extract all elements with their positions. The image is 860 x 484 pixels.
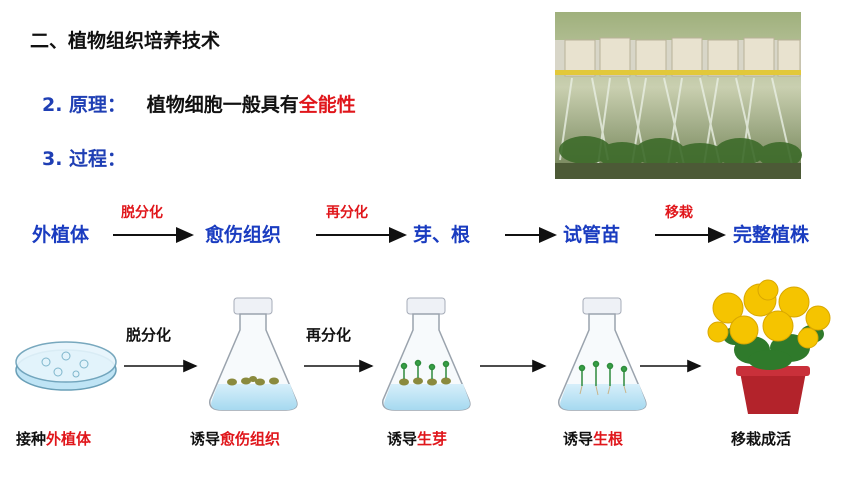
caption-highlight: 生芽 bbox=[417, 430, 448, 448]
caption-prefix: 移栽成活 bbox=[731, 430, 792, 448]
flask-callus-icon bbox=[209, 297, 298, 411]
page-title: 二、植物组织培养技术 bbox=[30, 30, 221, 52]
caption-highlight: 生根 bbox=[593, 430, 624, 448]
flow-step-bud-root: 芽、根 bbox=[413, 224, 471, 246]
principle-line: 2. 原理： 植物细胞一般具有全能性 bbox=[42, 90, 356, 117]
principle-highlight: 全能性 bbox=[298, 94, 356, 116]
principle-label: 2. 原理： bbox=[42, 94, 127, 116]
caption-prefix: 诱导 bbox=[387, 430, 418, 448]
process-label: 3. 过程： bbox=[42, 148, 127, 170]
flask-bud-icon bbox=[382, 297, 471, 411]
stage-label-redifferentiation: 再分化 bbox=[306, 326, 352, 344]
caption-prefix: 接种 bbox=[16, 430, 47, 448]
stage-label-dedifferentiation: 脱分化 bbox=[126, 326, 172, 344]
petri-dish-icon bbox=[15, 341, 117, 391]
principle-text: 植物细胞一般具有 bbox=[146, 94, 299, 116]
caption-prefix: 诱导 bbox=[563, 430, 594, 448]
flask-root-icon bbox=[558, 297, 647, 411]
arrow-label-dedifferentiation: 脱分化 bbox=[121, 205, 163, 221]
caption-induce-bud: 诱导生芽 bbox=[387, 428, 447, 449]
flow-step-plantlet: 试管苗 bbox=[563, 224, 621, 246]
caption-prefix: 诱导 bbox=[190, 430, 221, 448]
arrow-label-redifferentiation: 再分化 bbox=[326, 205, 368, 221]
caption-highlight: 愈伤组织 bbox=[220, 430, 281, 448]
potted-plant-icon bbox=[707, 279, 831, 414]
caption-inoculate-explant: 接种外植体 bbox=[16, 428, 91, 449]
flow-step-callus: 愈伤组织 bbox=[205, 224, 282, 246]
flow-step-whole-plant: 完整植株 bbox=[733, 224, 810, 246]
caption-highlight: 外植体 bbox=[46, 430, 92, 448]
caption-induce-root: 诱导生根 bbox=[563, 428, 623, 449]
caption-induce-callus: 诱导愈伤组织 bbox=[190, 428, 280, 449]
caption-transplant-survive: 移栽成活 bbox=[731, 428, 791, 449]
flow-step-explant: 外植体 bbox=[32, 224, 90, 246]
arrow-label-transplant: 移栽 bbox=[665, 205, 693, 221]
